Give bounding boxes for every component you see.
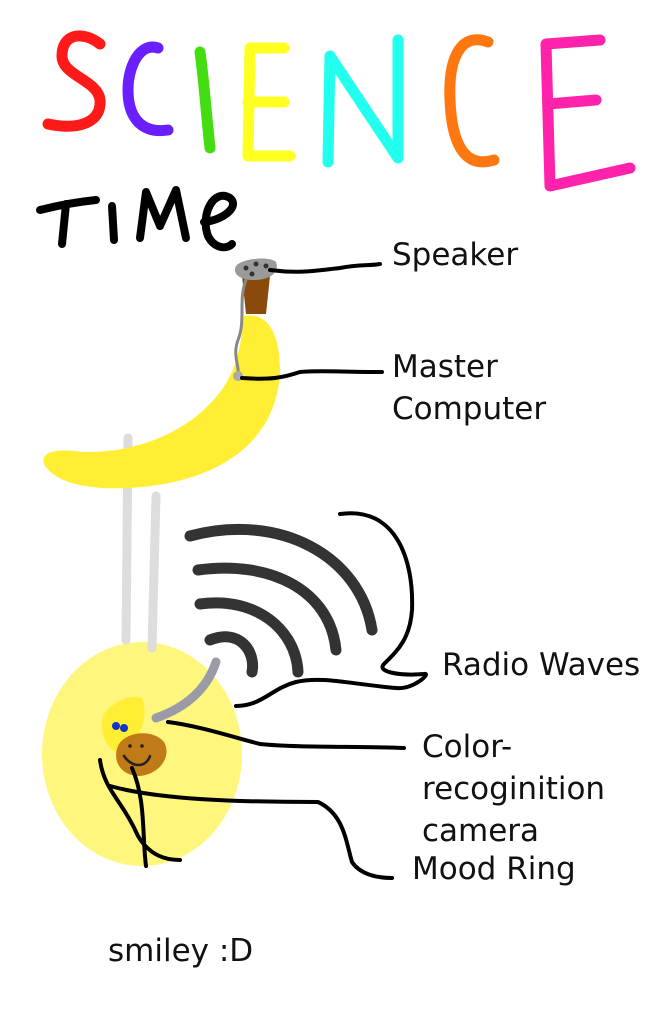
label-radio-text: Radio Waves [442,647,641,683]
label-master-line: Computer [392,391,547,427]
radio-wave-arc [204,631,259,678]
title-letter-s [42,30,106,132]
radio-waves-bracket [234,511,428,708]
speaker-hole [263,263,269,269]
internal-wire [234,278,248,378]
subtitle-letter-i [108,202,118,244]
title-science [42,30,636,192]
leader-speaker [268,262,382,274]
label-speaker: Speaker [392,234,518,276]
label-master-line: Master [392,349,498,385]
label-camera-line: Color- [422,729,513,765]
speaker [234,258,277,314]
label-mood-text: Mood Ring [412,851,576,887]
label-camera-line: recoginition [422,771,606,807]
radio-wave-arc [184,523,378,636]
radio-waves [184,523,378,678]
title-letter-n [322,34,404,168]
signal-link-bar [147,491,161,653]
hanging-wire [130,766,148,868]
camera-arm [151,657,221,723]
subtitle-letter-e [200,191,237,252]
label-smiley-text: smiley :D [108,933,254,969]
smiley-dot [128,744,132,748]
label-camera-line: camera [422,813,540,849]
subtitle-letter-m [136,186,190,242]
subtitle-letter-t [36,196,100,248]
title-letter-e2 [540,34,636,192]
smiley-face [116,733,167,776]
title-letter-e1 [242,42,296,162]
label-camera: Color- recoginition camera [422,726,605,852]
speaker-body [242,276,270,314]
smiley [112,722,167,776]
smiley-eye [112,722,120,730]
smiley-eye [120,724,128,732]
radio-wave-arc [192,562,342,656]
label-mood-ring: Mood Ring [412,848,576,890]
label-radio-waves: Radio Waves [442,644,640,686]
radio-wave-arc [194,597,304,678]
smiley-dot [140,744,144,748]
label-speaker-text: Speaker [392,237,519,273]
hanging-wire [98,758,182,862]
title-letter-i [194,46,216,154]
title-letter-c1 [122,41,174,137]
title-letter-c2 [444,34,500,168]
label-master-computer: Master Computer [392,346,546,430]
speaker-hole [243,265,249,271]
banana [43,315,281,489]
speaker-hole [249,271,255,277]
leader-camera [166,720,406,750]
smiley-mouth [122,754,152,767]
label-smiley: smiley :D [108,930,253,972]
title-time [36,186,237,252]
leader-mood-ring [108,784,394,880]
speaker-hole [253,261,259,267]
leader-master-computer [240,369,384,381]
